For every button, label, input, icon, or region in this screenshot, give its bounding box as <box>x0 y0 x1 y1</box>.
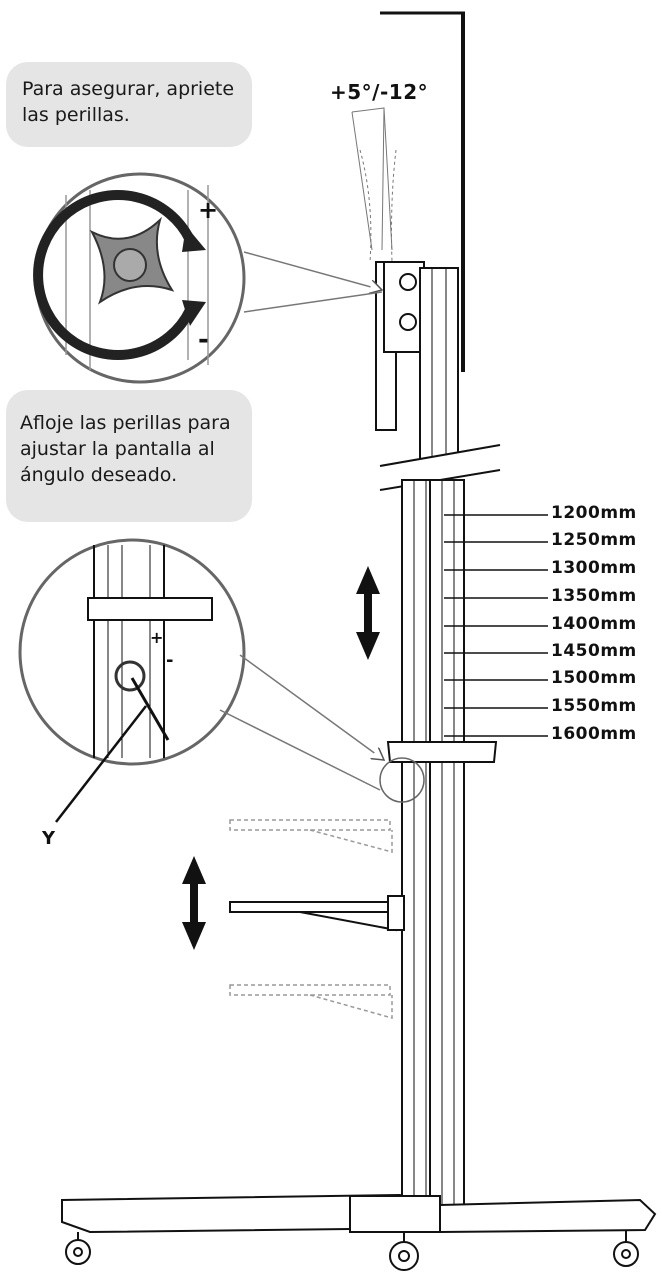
base <box>61 1193 657 1271</box>
height-scale <box>444 514 548 737</box>
height-label: 1200mm <box>551 503 637 523</box>
tilt-indicator <box>351 107 397 263</box>
knob-plus-sign: + <box>198 196 219 224</box>
shelf-ghost-top <box>229 819 393 853</box>
tilt-range-label: +5°/-12° <box>330 80 429 104</box>
collar-plus-sign: + <box>150 628 164 647</box>
height-label: 1350mm <box>551 586 637 606</box>
knob-detail-view <box>33 172 246 384</box>
height-adjust-arrow-icon <box>356 566 380 660</box>
height-label: 1550mm <box>551 696 637 716</box>
loosen-line-3: ángulo deseado. <box>20 464 178 486</box>
part-y-label: Y <box>42 828 56 849</box>
tighten-line-1: Para asegurar, apriete <box>22 78 235 100</box>
part-y-leader <box>55 705 147 823</box>
tighten-callout: Para asegurar, apriete las perillas. <box>6 62 252 147</box>
knob-pointer <box>243 251 382 290</box>
shelf-ghost-bottom <box>229 984 393 1019</box>
height-label: 1600mm <box>551 724 637 744</box>
height-label: 1500mm <box>551 668 637 688</box>
height-label: 1400mm <box>551 614 637 634</box>
collar-minus-sign: - <box>166 650 174 671</box>
shelf <box>229 895 405 932</box>
screen-edge <box>380 11 465 372</box>
collar-detail-view <box>18 538 246 766</box>
loosen-callout: Afloje las perillas para ajustar la pant… <box>6 390 252 522</box>
height-collar <box>379 741 498 803</box>
tilt-bracket <box>375 261 425 431</box>
shelf-adjust-arrow-icon <box>182 856 206 950</box>
main-column <box>401 479 465 1221</box>
loosen-line-1: Afloje las perillas para <box>20 412 231 434</box>
upper-column <box>419 267 459 464</box>
height-label: 1450mm <box>551 641 637 661</box>
loosen-line-2: ajustar la pantalla al <box>20 438 215 460</box>
knob-minus-sign: - <box>198 325 209 355</box>
height-label: 1250mm <box>551 530 637 550</box>
height-label: 1300mm <box>551 558 637 578</box>
tighten-line-2: las perillas. <box>22 104 130 126</box>
rotate-arrow-icon <box>33 190 195 360</box>
